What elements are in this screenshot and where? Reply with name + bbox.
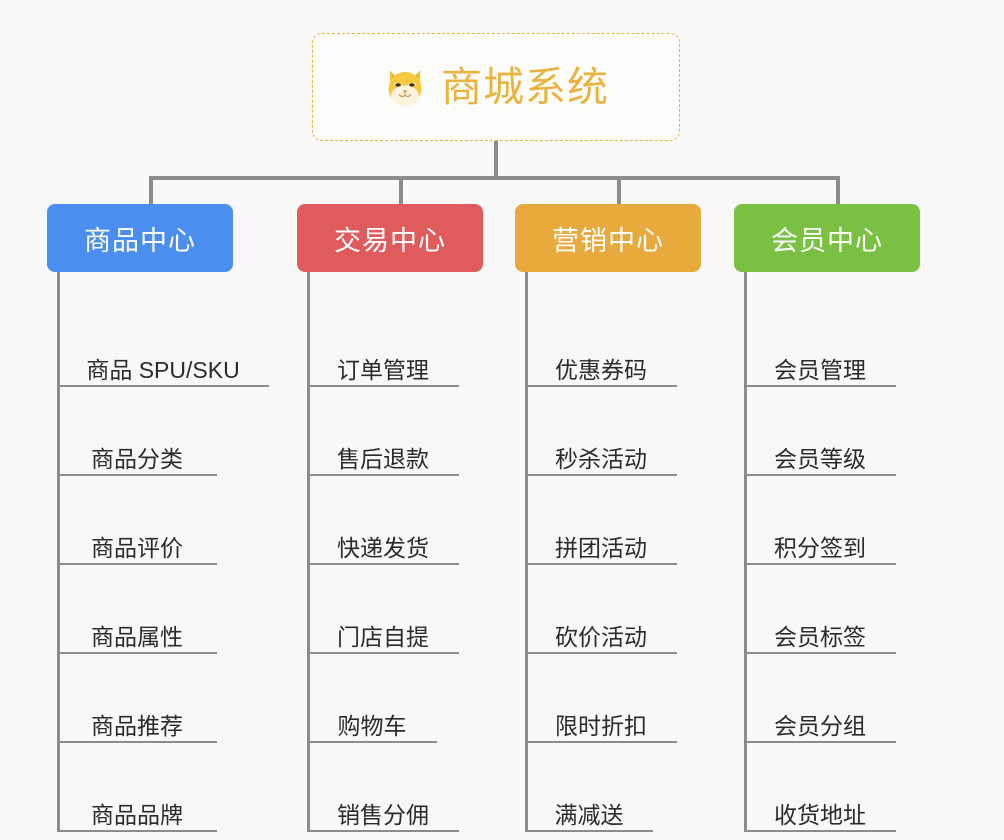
leaf-item[interactable]: 砍价活动: [525, 609, 677, 654]
leaf-item-label: 门店自提: [337, 623, 429, 650]
leaf-item-label: 秒杀活动: [555, 445, 647, 472]
connector-drop-member-center: [836, 176, 840, 208]
leaf-item-label: 砍价活动: [555, 623, 647, 650]
leaf-item[interactable]: 购物车: [307, 698, 437, 743]
shiba-dog-face-icon: [383, 65, 427, 109]
connector-drop-product-center: [149, 176, 153, 208]
leaf-item-label: 商品评价: [91, 534, 183, 561]
leaf-item-label: 会员分组: [774, 712, 866, 739]
branch-spine-trade-center: [307, 272, 310, 832]
leaf-item[interactable]: 商品推荐: [57, 698, 217, 743]
leaf-item[interactable]: 会员标签: [744, 609, 896, 654]
connector-drop-trade-center: [399, 176, 403, 208]
leaf-item[interactable]: 拼团活动: [525, 520, 677, 565]
category-header-marketing-center[interactable]: 营销中心: [515, 204, 701, 272]
leaf-item[interactable]: 会员分组: [744, 698, 896, 743]
leaf-item[interactable]: 会员等级: [744, 431, 896, 476]
leaf-item-label: 快递发货: [337, 534, 429, 561]
leaf-item-label: 会员等级: [774, 445, 866, 472]
leaf-item[interactable]: 会员管理: [744, 342, 896, 387]
leaf-item-label: 收货地址: [774, 801, 866, 828]
leaf-item-label: 商品分类: [91, 445, 183, 472]
leaf-item-label: 商品品牌: [91, 801, 183, 828]
leaf-item-label: 购物车: [337, 712, 407, 739]
leaf-item[interactable]: 优惠券码: [525, 342, 677, 387]
leaf-item[interactable]: 限时折扣: [525, 698, 677, 743]
leaf-item[interactable]: 积分签到: [744, 520, 896, 565]
leaf-item[interactable]: 商品 SPU/SKU: [57, 342, 269, 387]
connector-drop-marketing-center: [617, 176, 621, 208]
root-node[interactable]: 商城系统: [312, 33, 680, 141]
leaf-item[interactable]: 秒杀活动: [525, 431, 677, 476]
category-header-product-center[interactable]: 商品中心: [47, 204, 233, 272]
leaf-item-label: 订单管理: [337, 356, 429, 383]
connector-bus: [149, 176, 840, 180]
leaf-item-label: 优惠券码: [555, 356, 647, 383]
leaf-item[interactable]: 商品分类: [57, 431, 217, 476]
leaf-item[interactable]: 收货地址: [744, 787, 896, 832]
leaf-item[interactable]: 快递发货: [307, 520, 459, 565]
leaf-item[interactable]: 门店自提: [307, 609, 459, 654]
branch-spine-member-center: [744, 272, 747, 832]
leaf-item-label: 商品推荐: [91, 712, 183, 739]
leaf-item[interactable]: 商品品牌: [57, 787, 217, 832]
leaf-item[interactable]: 订单管理: [307, 342, 459, 387]
leaf-item-label: 满减送: [554, 801, 624, 828]
leaf-item-label: 拼团活动: [555, 534, 647, 561]
leaf-item-label: 会员管理: [774, 356, 866, 383]
leaf-item-label: 积分签到: [774, 534, 866, 561]
leaf-item[interactable]: 售后退款: [307, 431, 459, 476]
category-header-member-center[interactable]: 会员中心: [734, 204, 920, 272]
leaf-item-label: 会员标签: [774, 623, 866, 650]
root-title: 商城系统: [441, 63, 609, 110]
category-header-trade-center[interactable]: 交易中心: [297, 204, 483, 272]
leaf-item-label: 销售分佣: [337, 801, 429, 828]
branch-spine-product-center: [57, 272, 60, 832]
leaf-item-label: 商品 SPU/SKU: [86, 356, 240, 383]
leaf-item[interactable]: 商品属性: [57, 609, 217, 654]
leaf-item[interactable]: 商品评价: [57, 520, 217, 565]
leaf-item-label: 限时折扣: [555, 712, 647, 739]
connector-root-stem: [494, 141, 498, 178]
leaf-item-label: 售后退款: [337, 445, 429, 472]
leaf-item[interactable]: 满减送: [525, 787, 653, 832]
branch-spine-marketing-center: [525, 272, 528, 832]
leaf-item[interactable]: 销售分佣: [307, 787, 459, 832]
leaf-item-label: 商品属性: [91, 623, 183, 650]
